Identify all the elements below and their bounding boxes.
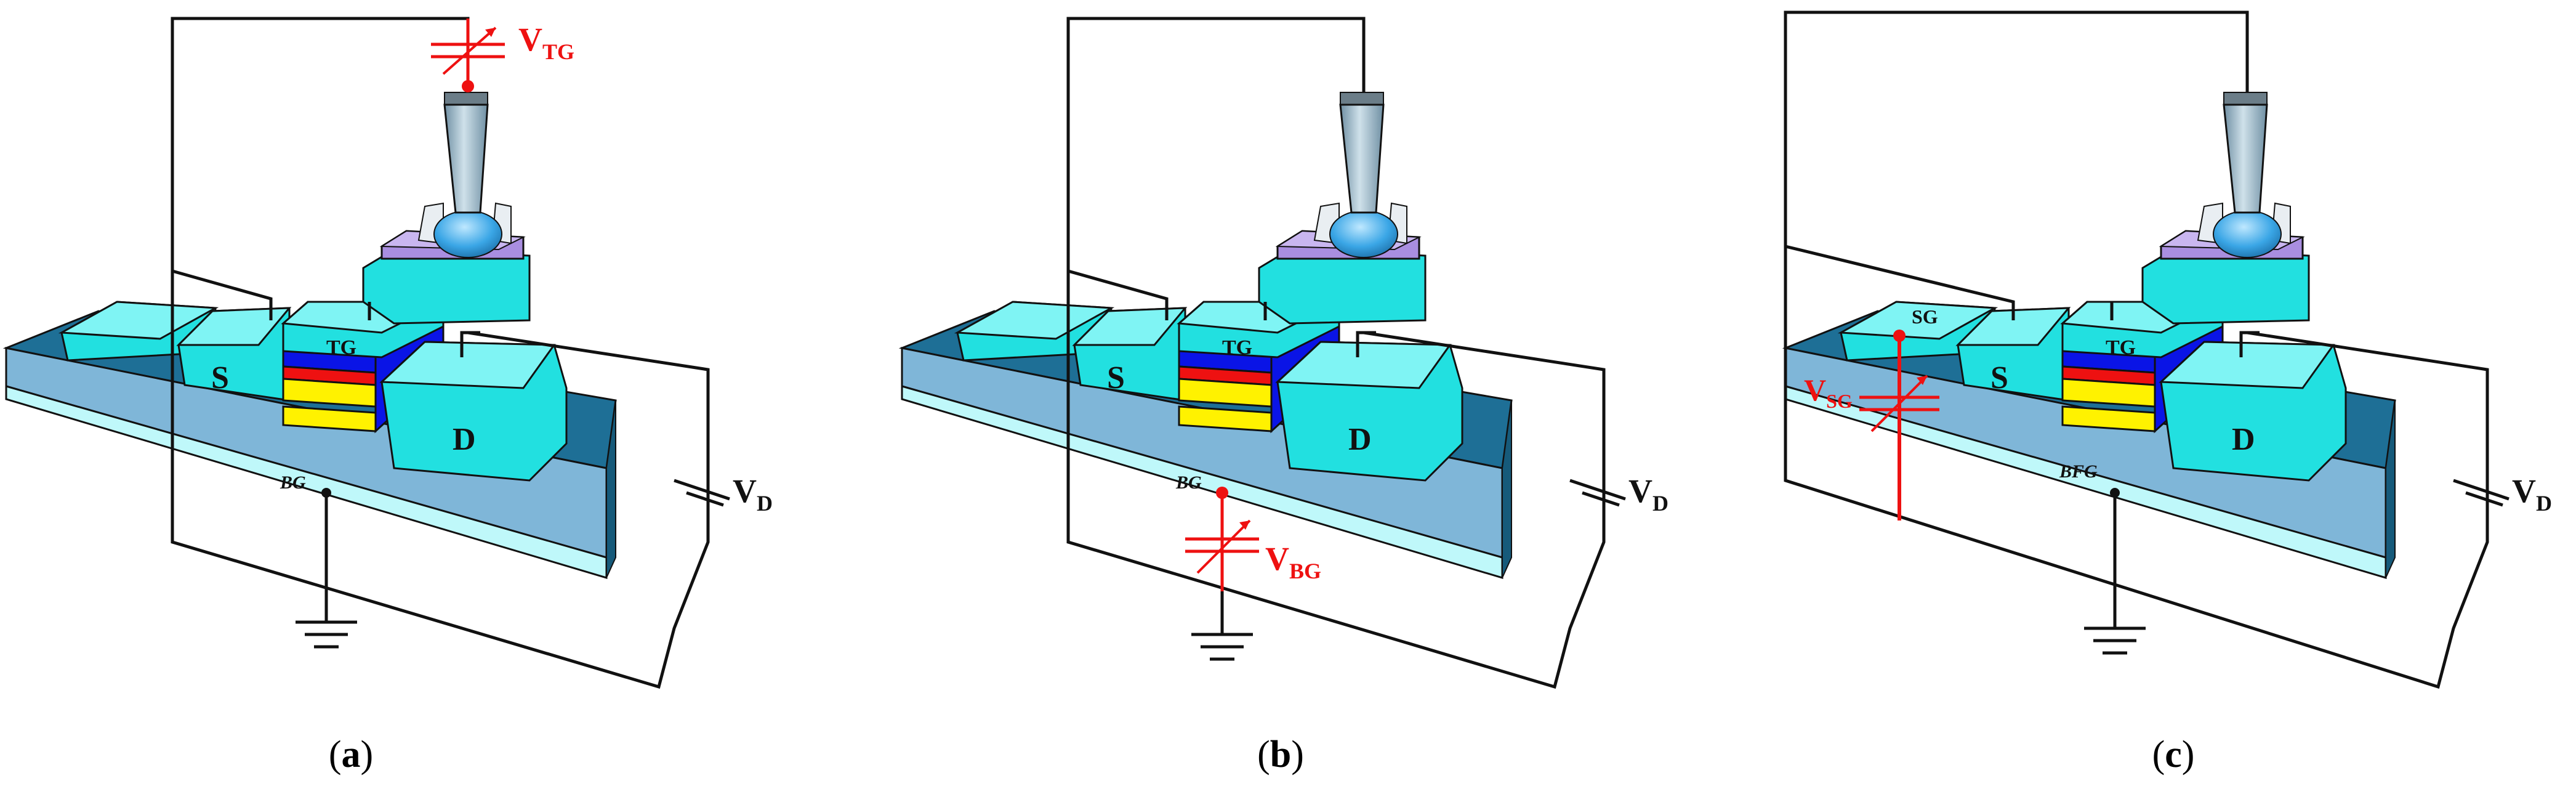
source-label: S [1990, 360, 2008, 395]
vd-battery [2453, 479, 2510, 507]
ground-symbol [2084, 626, 2146, 655]
caption-b: (b) [1257, 734, 1304, 776]
sg-capacitor [1859, 330, 1939, 521]
top-gate-label: TG [326, 336, 356, 359]
vd-battery [674, 479, 730, 507]
probe-tip [2223, 92, 2268, 214]
bfg-contact-dot [2110, 488, 2120, 498]
bg-contact-dot [321, 488, 331, 498]
bg-capacitor [1185, 487, 1259, 591]
ground-symbol [1191, 633, 1253, 661]
drain-pad [1275, 341, 1463, 482]
ground-symbol [296, 620, 357, 649]
vd-battery [1569, 479, 1626, 507]
side-gate-label: SG [1912, 306, 1938, 328]
vd-label: VD [733, 472, 773, 516]
caption-c: (c) [2152, 734, 2195, 776]
source-label: S [1107, 360, 1125, 395]
drain-label: D [2232, 422, 2255, 457]
caption-a: (a) [329, 734, 373, 776]
probe-tip [443, 92, 489, 214]
drain-pad [379, 341, 568, 482]
vd-label: VD [1628, 472, 1668, 516]
drain-label: D [1348, 422, 1372, 457]
control-voltage-label: VTG [518, 21, 574, 64]
vd-label: VD [2512, 472, 2552, 516]
circuit-wires [1066, 17, 1606, 689]
source-label: S [211, 360, 229, 395]
electrolyte-droplet [2197, 202, 2291, 258]
electrolyte-droplet [1313, 202, 1407, 258]
panel-b: S TG D BG VD VBG (b) [898, 17, 1668, 776]
drain-label: D [453, 422, 476, 457]
probe-tip [1339, 92, 1385, 214]
panel-c: SG S TG D BFG VD VSG (c) [1782, 10, 2552, 776]
source-pad [1955, 307, 2071, 402]
back-gate-label: BFG [2059, 461, 2098, 482]
control-voltage-label: VSG [1804, 373, 1853, 412]
control-voltage-label: VBG [1265, 540, 1321, 583]
circuit-wires [171, 17, 710, 689]
back-gate-label: BG [1175, 472, 1202, 493]
electrolyte-droplet [417, 202, 512, 258]
circuit-wires [1784, 10, 2489, 689]
back-gate-label: BG [280, 472, 306, 493]
panel-a: S TG D BG VD VTG (a) [2, 17, 773, 776]
top-gate-label: TG [2106, 336, 2136, 359]
drain-pad [2159, 341, 2347, 482]
top-gate-label: TG [1222, 336, 1252, 359]
tg-capacitor [431, 18, 505, 92]
